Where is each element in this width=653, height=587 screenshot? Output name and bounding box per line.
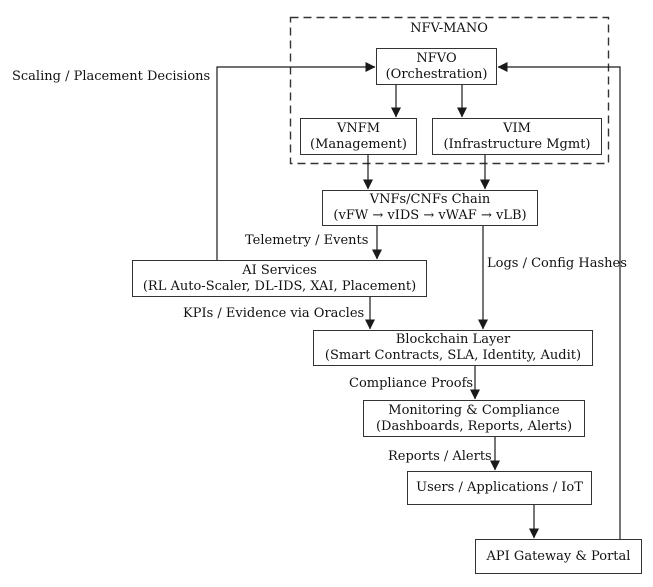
node-title: Blockchain Layer — [395, 332, 511, 347]
nfv-mano-group-box — [289, 16, 610, 165]
node-subtitle: (RL Auto-Scaler, DL-IDS, XAI, Placement) — [142, 278, 417, 294]
node-title: VNFs/CNFs Chain — [369, 192, 491, 207]
edge-label-compliance-proofs: Compliance Proofs — [349, 376, 474, 391]
node-subtitle: (Orchestration) — [385, 66, 488, 82]
node-blockchain-layer: Blockchain Layer (Smart Contracts, SLA, … — [313, 330, 593, 366]
edge-label-scaling-placement-decisions: Scaling / Placement Decisions — [12, 69, 211, 84]
node-ai-services: AI Services (RL Auto-Scaler, DL-IDS, XAI… — [132, 260, 427, 297]
nfv-mano-group-title: NFV-MANO — [410, 21, 488, 36]
node-vnfm: VNFM (Management) — [300, 118, 417, 155]
node-title: API Gateway & Portal — [486, 548, 631, 564]
node-subtitle: (Management) — [310, 136, 407, 152]
node-title: VNFM — [336, 120, 381, 136]
node-monitoring-compliance: Monitoring & Compliance (Dashboards, Rep… — [363, 400, 585, 437]
node-title: Users / Applications / IoT — [416, 480, 583, 495]
node-title: AI Services — [242, 262, 317, 278]
edge-label-logs-config-hashes: Logs / Config Hashes — [487, 256, 627, 271]
edge-ai-to-nfvo-scaling — [216, 62, 376, 260]
node-title: VIM — [503, 120, 531, 136]
edge-label-kpis-evidence-oracles: KPIs / Evidence via Oracles — [183, 306, 365, 321]
node-vim: VIM (Infrastructure Mgmt) — [432, 118, 602, 155]
edge-api-to-nfvo — [497, 62, 621, 539]
node-subtitle: (Smart Contracts, SLA, Identity, Audit) — [324, 348, 582, 363]
edge-label-reports-alerts: Reports / Alerts — [388, 449, 492, 464]
node-vnfs-cnfs-chain: VNFs/CNFs Chain (vFW → vIDS → vWAF → vLB… — [322, 190, 538, 226]
node-title: Monitoring & Compliance — [388, 402, 560, 418]
node-subtitle: (Dashboards, Reports, Alerts) — [375, 418, 573, 434]
node-title: NFVO — [416, 50, 457, 66]
edge-label-telemetry-events: Telemetry / Events — [245, 233, 369, 248]
node-subtitle: (Infrastructure Mgmt) — [443, 136, 591, 152]
node-users-applications-iot: Users / Applications / IoT — [407, 471, 592, 505]
node-subtitle: (vFW → vIDS → vWAF → vLB) — [333, 208, 527, 223]
node-nfvo: NFVO (Orchestration) — [376, 48, 497, 85]
node-api-gateway-portal: API Gateway & Portal — [475, 539, 642, 574]
